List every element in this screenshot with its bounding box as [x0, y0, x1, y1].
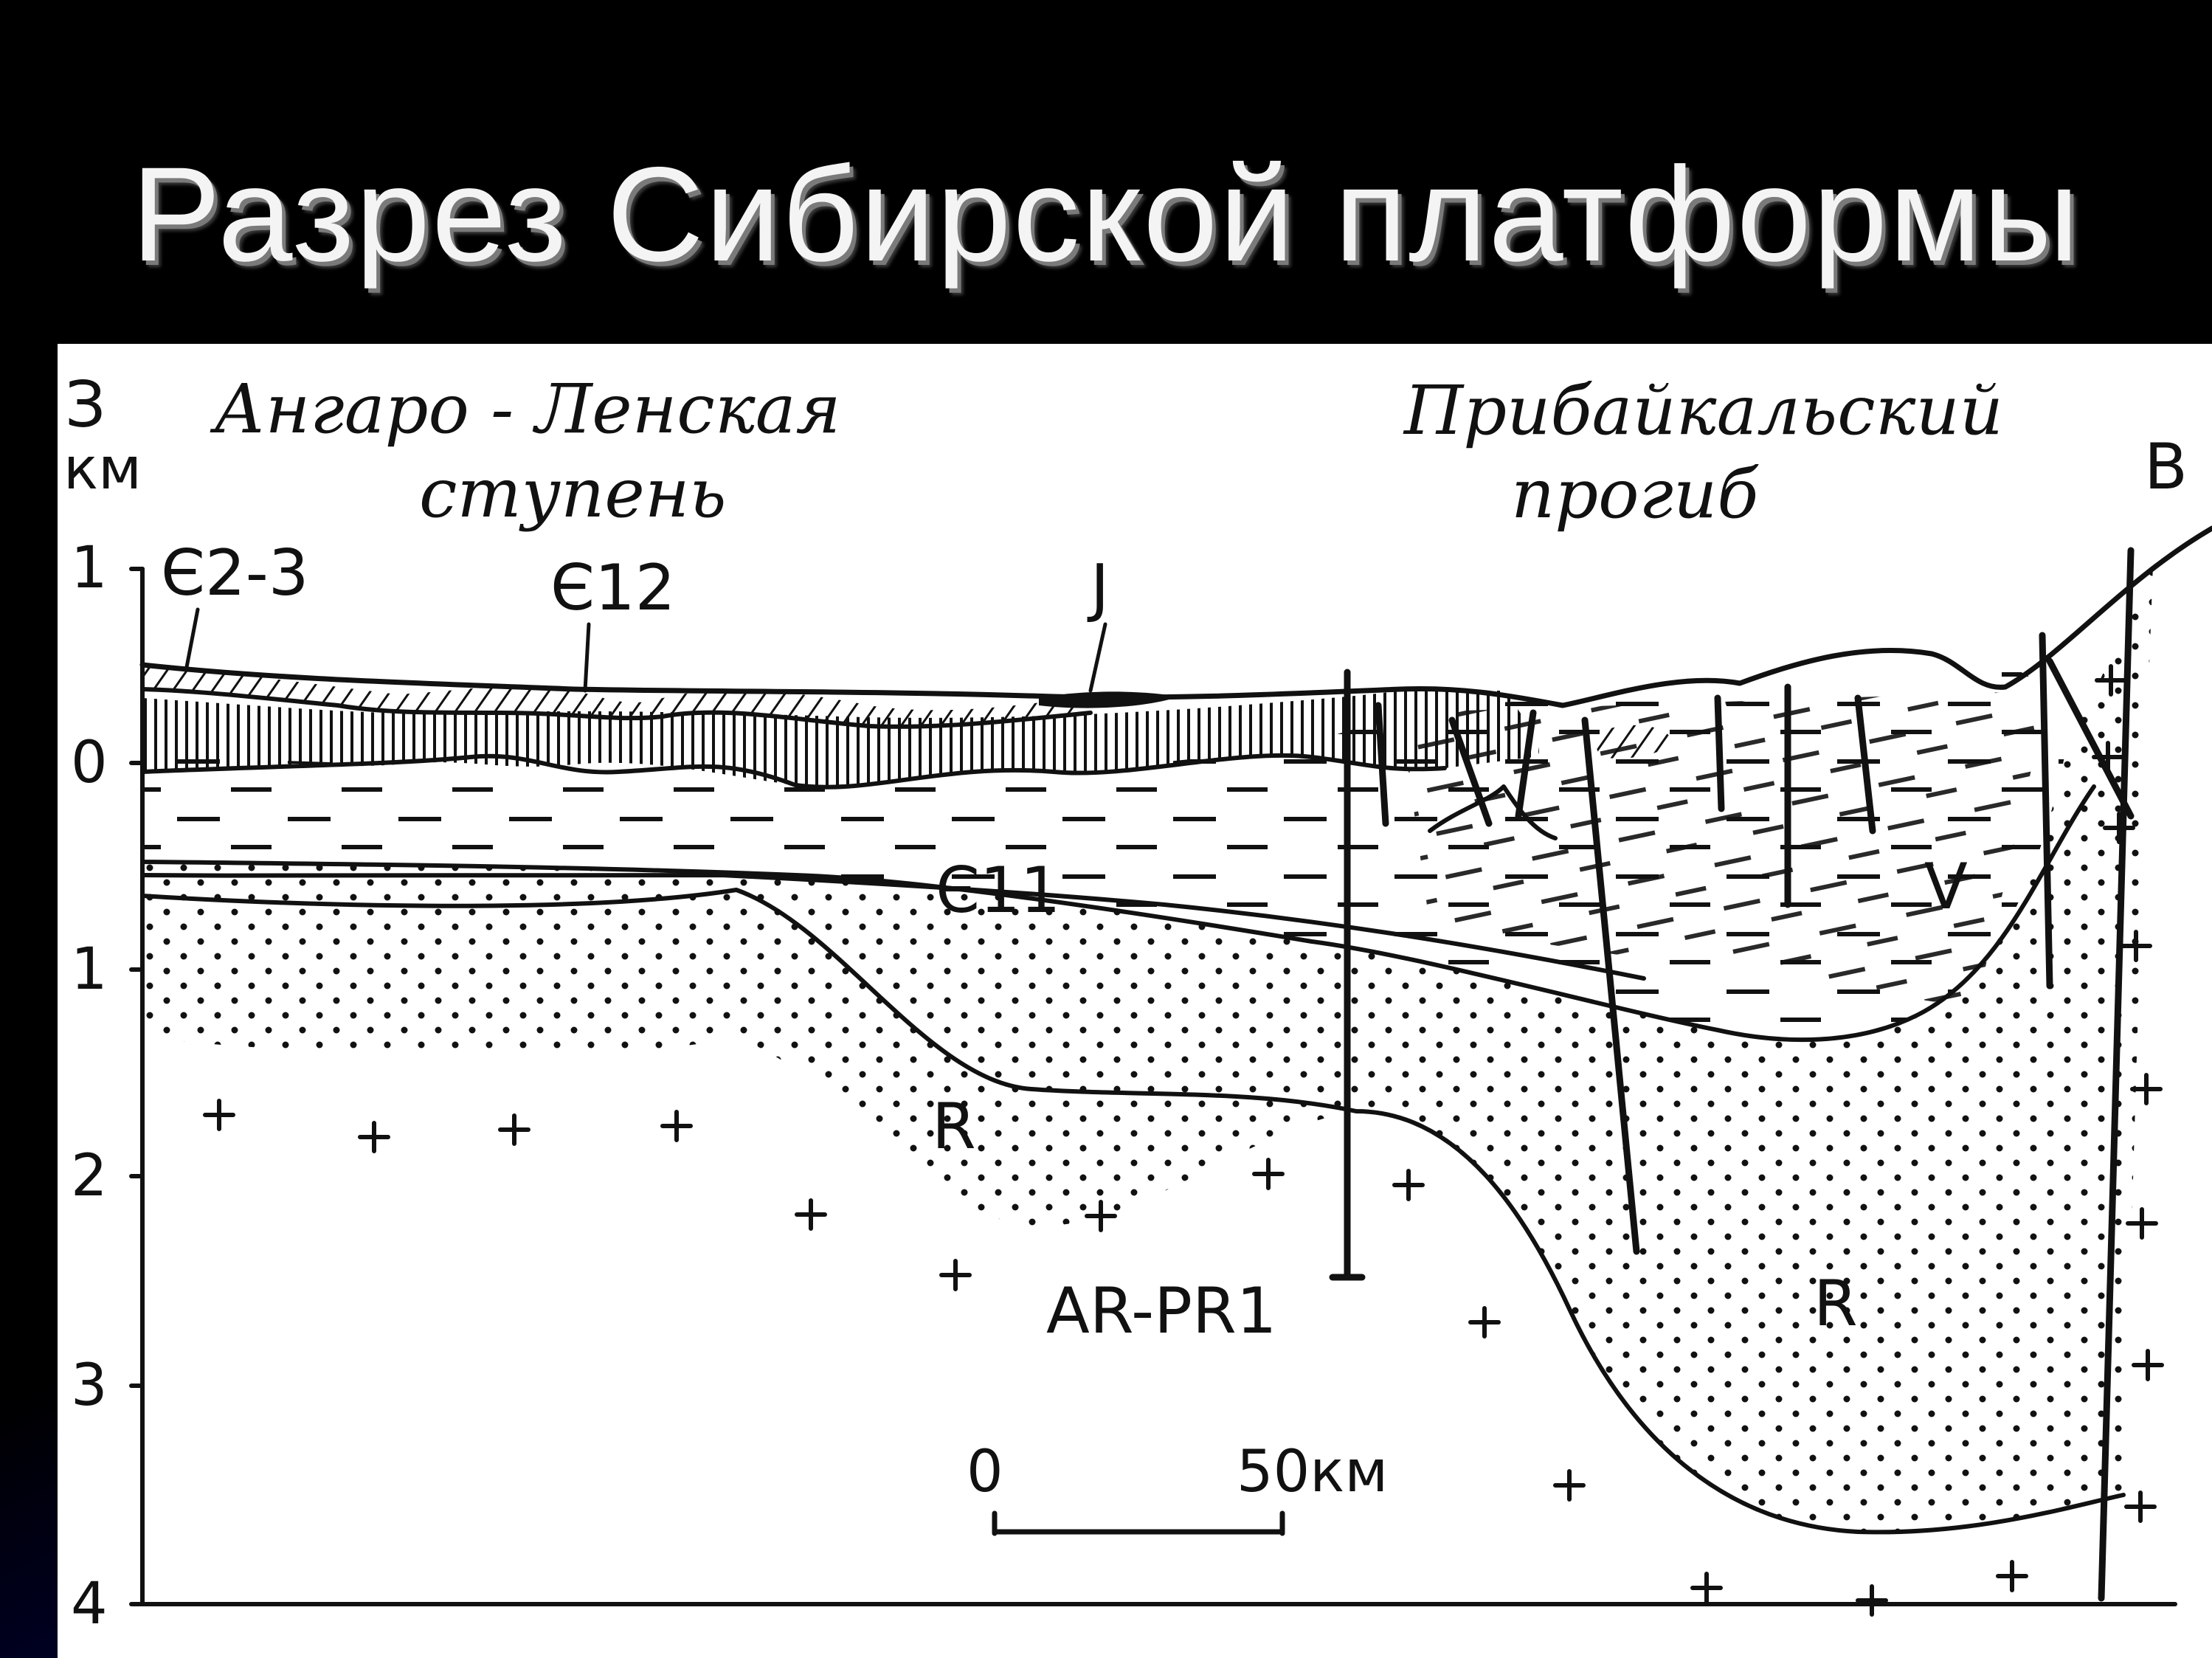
region-label-angara-lena-2: ступень: [419, 454, 727, 533]
cross-section-svg: З км 1 0 1 2 3 4: [63, 368, 2212, 1637]
scale-bar: 0 50км: [967, 1439, 1388, 1536]
west-label: З: [65, 368, 106, 442]
unit-label-jurassic: J: [1087, 551, 1109, 625]
riphean-west-top: [140, 873, 1646, 981]
faults: [1329, 547, 2135, 1602]
unit-label-vendian: V: [1924, 850, 1968, 924]
cambrian-upper-lenses: [142, 665, 1091, 727]
region-label-baikal-1: Прибайкальский: [1403, 371, 2003, 450]
region-label-baikal-2: прогиб: [1511, 455, 1759, 533]
ground-surface: [139, 525, 2212, 708]
depth-tick-label: 1: [71, 535, 108, 601]
scale-end-label: 50км: [1237, 1439, 1388, 1505]
depth-tick-label: 0: [71, 730, 108, 796]
region-label-angara-lena-1: Ангаро - Ленская: [210, 370, 841, 449]
unit-label-riphean-west: R: [932, 1090, 976, 1164]
cambrian-upper-lens-east: [1592, 725, 1673, 759]
cambrian-middle-top: [140, 687, 1093, 729]
deformed-strata: [1400, 691, 2050, 1008]
small-anticline: [1428, 784, 1558, 840]
unit-label-basement: AR-PR1: [1046, 1274, 1276, 1348]
depth-tick-label: 1: [71, 936, 108, 1003]
depth-axis: З км 1 0 1 2 3 4: [63, 368, 145, 1637]
unit-label-cambrian-2-3: Є2-3: [161, 536, 309, 610]
axis-unit-label: км: [63, 436, 142, 502]
riphean-body: [142, 565, 2153, 1533]
depth-tick-label: 2: [71, 1143, 108, 1209]
depth-tick-label: 4: [71, 1571, 108, 1637]
basement-contact: [140, 888, 2126, 1535]
scale-start-label: 0: [967, 1439, 1003, 1505]
unit-label-riphean-east: R: [1814, 1267, 1858, 1341]
cross-section-figure: З км 1 0 1 2 3 4: [58, 344, 2212, 1658]
east-label: В: [2144, 430, 2188, 504]
leader-line: [583, 622, 591, 693]
cambrian-middle-base: [140, 753, 1447, 790]
slide-title: Разрез Сибирской платформы: [131, 139, 2081, 289]
unit-label-cambrian-1-1: Є11: [936, 854, 1060, 928]
unit-label-cambrian-1-2: Є12: [550, 551, 675, 625]
leader-line: [1088, 622, 1107, 693]
depth-tick-label: 3: [71, 1353, 108, 1419]
leader-line: [184, 607, 200, 669]
